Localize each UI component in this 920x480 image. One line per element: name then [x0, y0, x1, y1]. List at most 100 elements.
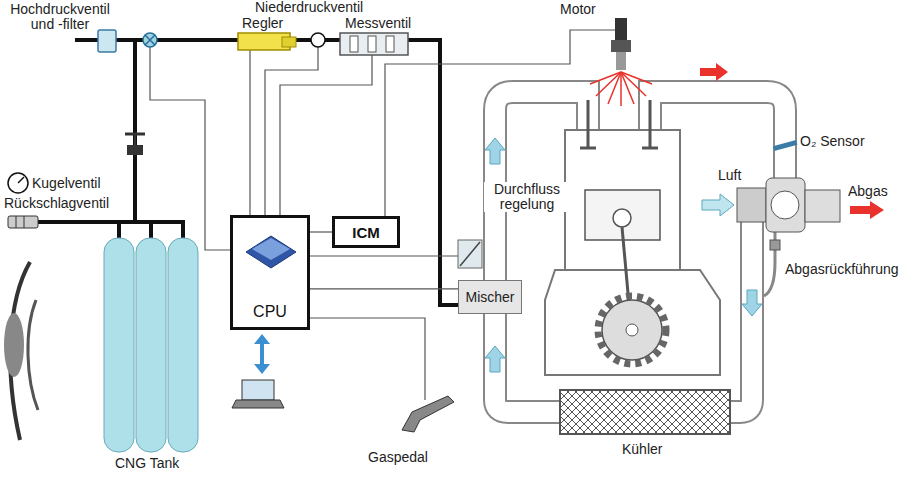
ball-valve: [127, 145, 143, 155]
part-label: Abgas: [848, 184, 888, 199]
exhaust-arrow: [700, 63, 728, 81]
part-label: Durchfluss regelung: [484, 182, 570, 212]
icm-box: ICM: [332, 216, 400, 248]
turbine: [766, 178, 805, 232]
regulator-part: [282, 37, 296, 47]
ball-valve-handle: [125, 133, 145, 136]
chip-icon: [246, 236, 296, 268]
check-valve-ribs: [16, 216, 24, 228]
laptop-screen: [242, 380, 274, 400]
gas-pipe: [133, 40, 137, 222]
flow-arrow: [742, 290, 762, 316]
air-arrow: [702, 194, 734, 216]
part-label: Kühler: [622, 442, 662, 457]
ignition-wire: [385, 30, 615, 216]
flow-arrow: [485, 138, 505, 164]
part-label: Luft: [718, 168, 741, 183]
part-label: CNG Tank: [115, 456, 179, 471]
gear-teeth: [598, 296, 666, 364]
spark: [621, 72, 646, 96]
part-label: Kugelventil: [32, 176, 101, 191]
figure-edge: [28, 300, 38, 410]
signal-connector: [310, 288, 458, 289]
part-label: O₂ Sensor: [800, 134, 865, 149]
signal-wire: [265, 47, 318, 215]
part-label: Abgasrückführung: [785, 262, 899, 277]
signal-connector: [310, 231, 332, 232]
plug-body: [616, 52, 626, 70]
egr-valve: [770, 240, 780, 250]
flow-flap: [460, 242, 480, 266]
cpu-box: CPU: [230, 215, 310, 330]
gas-pedal: [402, 396, 454, 432]
cng-tank: [168, 238, 198, 452]
turbine-wheel: [771, 191, 799, 219]
exhaust-valve-disc: [642, 147, 658, 150]
exhaust-outlet: [805, 190, 840, 222]
data-link-head: [254, 364, 270, 374]
signal-wire: [249, 50, 250, 215]
cooler: [560, 390, 730, 434]
part-label: Rückschlagventil: [4, 196, 109, 211]
crankcase: [545, 270, 720, 375]
spark: [596, 72, 621, 96]
laptop-base: [232, 400, 284, 408]
signal-wire: [150, 47, 230, 250]
exhaust-valve: [649, 100, 652, 148]
spark: [620, 72, 622, 106]
plug-hex: [611, 40, 631, 52]
data-link-head: [254, 334, 270, 344]
cng-tank: [104, 238, 134, 452]
part-label: Hochdruckventil und -filter: [0, 2, 120, 32]
charge-tube: [495, 222, 752, 412]
cng-tank: [136, 238, 166, 452]
gear: [602, 300, 662, 360]
injector: [386, 36, 394, 52]
sparks: [590, 72, 652, 106]
low-pressure-valve: [311, 33, 325, 47]
injector: [368, 36, 376, 52]
injector: [350, 36, 358, 52]
mixer-box: Mischer: [458, 280, 522, 314]
box-text: Mischer: [465, 289, 514, 305]
spark: [621, 72, 652, 84]
box-text: ICM: [352, 224, 380, 241]
compressor: [737, 188, 766, 222]
valve-cross: [145, 35, 155, 45]
part-label: Motor: [560, 2, 596, 17]
gear-hub: [626, 324, 638, 336]
signal-wires: [150, 30, 615, 400]
chip-top: [252, 238, 290, 260]
high-pressure-valve: [143, 33, 157, 47]
part-label: Messventil: [345, 16, 411, 31]
box-text: CPU: [253, 303, 287, 321]
spark: [590, 72, 621, 84]
pressure-gauge: [8, 173, 28, 193]
charge-tube-inner: [495, 222, 752, 412]
gauge-needle: [18, 177, 24, 183]
gas-pipe: [38, 220, 185, 224]
data-link: [260, 340, 264, 368]
exhaust-arrow: [850, 201, 884, 219]
piston-pin: [613, 209, 631, 227]
flow-arrow: [485, 346, 505, 372]
intake-valve-disc: [580, 147, 596, 150]
flow-control: [458, 240, 482, 268]
intake-valve: [587, 100, 590, 148]
tank-pipe: [119, 222, 183, 238]
ball-valve-stem: [134, 135, 136, 145]
signal-wire: [310, 255, 458, 256]
part-label: Gaspedal: [368, 450, 428, 465]
figure-part: [4, 313, 24, 377]
signal-wire: [310, 318, 425, 400]
check-valve: [8, 216, 38, 228]
plug-terminal: [615, 18, 627, 40]
part-label: Regler: [242, 16, 283, 31]
signal-wire: [280, 55, 372, 215]
part-label: Niederdruckventil: [255, 0, 363, 15]
filter: [98, 30, 116, 52]
o2-sensor: [773, 140, 797, 151]
